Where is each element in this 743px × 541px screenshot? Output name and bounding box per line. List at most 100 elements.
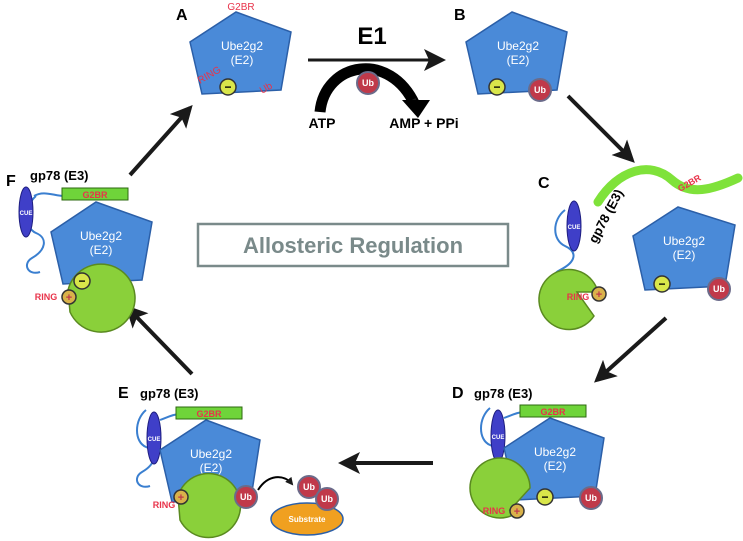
panel-e-substrate — [270, 502, 344, 536]
panel-f-e2-name: Ube2g2 — [80, 229, 122, 243]
panel-c-cue-label: CUE — [568, 225, 581, 231]
panel-c-ub — [707, 277, 731, 301]
panel-b-minus-icon: − — [493, 80, 500, 94]
panel-f-minus-icon: − — [78, 274, 85, 288]
panel-e-ub-chain-2 — [315, 487, 339, 511]
panel-f-letter: F — [6, 173, 16, 190]
panel-f-plus-icon: + — [66, 292, 72, 304]
panel-c-plus-icon: + — [596, 289, 602, 301]
panel-b-ub — [528, 78, 552, 102]
panel-f-cue — [18, 186, 34, 238]
panel-c-ring-label: RING — [567, 292, 590, 302]
panel-a-e2 — [189, 11, 292, 95]
panel-f-e3-label: gp78 (E3) — [30, 168, 89, 183]
panel-c-cue — [566, 200, 582, 252]
panel-d-e2-sub: (E2) — [544, 459, 567, 473]
panel-b: B Ube2g2 (E2) − Ub — [454, 7, 568, 102]
panel-e-cue — [146, 411, 162, 465]
panel-f-e2-sub: (E2) — [90, 243, 113, 257]
panel-d: D gp78 (E3) CUE G2BR Ube2g2 (E2) RING + … — [452, 385, 605, 519]
panel-c: C G2BR CUE gp78 (E3) RING + Ube2g2 (E2) … — [538, 165, 743, 331]
panel-d-ub — [579, 486, 603, 510]
e1-label: E1 — [357, 23, 386, 50]
arrow-f-to-a — [128, 105, 193, 177]
panel-e-plus-icon: + — [178, 492, 184, 504]
panel-d-minus-site — [536, 488, 554, 506]
panel-d-minus-icon: − — [541, 490, 548, 504]
panel-a: A G2BR Ube2g2 (E2) RING Ub − — [176, 2, 292, 97]
e1-ub-circle — [356, 71, 380, 95]
panel-e-e3-label: gp78 (E3) — [140, 386, 199, 401]
e1-step: E1 Ub ATP AMP + PPi — [308, 23, 459, 131]
panel-c-minus-icon: − — [658, 277, 665, 291]
panel-d-e3-label: gp78 (E3) — [474, 386, 533, 401]
panel-c-letter: C — [538, 175, 550, 192]
panel-b-letter: B — [454, 7, 466, 24]
panel-e-g2br — [175, 406, 243, 420]
panel-b-e2-sub: (E2) — [507, 53, 530, 67]
panel-e-ub-label: Ub — [240, 492, 252, 502]
center-label: Allosteric Regulation — [243, 233, 463, 258]
panel-e-letter: E — [118, 385, 129, 402]
panel-b-ub-label: Ub — [534, 85, 546, 95]
arrow-b-to-c — [566, 94, 635, 163]
panel-c-plus-site — [591, 286, 607, 302]
panel-a-minus-site — [219, 78, 237, 96]
panel-e-cue-label: CUE — [148, 437, 161, 443]
panel-e-ring-label: RING — [153, 500, 176, 510]
panel-b-e2 — [465, 11, 568, 95]
panel-e-transfer-arrow — [257, 476, 294, 491]
panel-c-e2-name: Ube2g2 — [663, 234, 705, 248]
panel-a-minus-icon: − — [224, 80, 231, 94]
panel-e-ub-chain-2-label: Ub — [321, 494, 333, 504]
center-label-box: Allosteric Regulation — [196, 222, 510, 268]
arrow-c-to-d — [594, 316, 668, 383]
panel-d-ring-shape — [469, 457, 531, 519]
panel-d-ub-label: Ub — [585, 493, 597, 503]
panel-d-cue-label: CUE — [492, 435, 505, 441]
panel-a-e2-sub: (E2) — [231, 53, 254, 67]
panel-e-ub-chain-1 — [297, 475, 321, 499]
panel-d-plus-icon: + — [514, 506, 520, 518]
panel-d-e2-name: Ube2g2 — [534, 445, 576, 459]
panel-f-cue-label: CUE — [20, 211, 33, 217]
panel-e-ub — [234, 485, 258, 509]
panel-c-e2-sub: (E2) — [673, 248, 696, 262]
e1-curved-arrowhead — [402, 100, 430, 118]
panel-f-minus-site — [73, 272, 91, 290]
panel-d-g2br-label: G2BR — [540, 407, 566, 417]
e1-curved-arrow — [314, 63, 421, 113]
panel-d-g2br — [519, 404, 587, 418]
panel-e-substrate-label: Substrate — [289, 515, 326, 524]
panel-f: F gp78 (E3) CUE G2BR Ube2g2 (E2) RING + … — [6, 168, 153, 333]
e1-ub-label: Ub — [362, 78, 374, 88]
cycle-arrows — [125, 94, 668, 474]
panel-e-plus-site — [173, 489, 189, 505]
panel-c-g2br-tail — [593, 165, 743, 207]
panel-d-letter: D — [452, 385, 464, 402]
panel-f-linker-top — [33, 192, 65, 197]
panel-a-e2-name: Ube2g2 — [221, 39, 263, 53]
panel-f-g2br — [61, 187, 129, 201]
panel-e: E gp78 (E3) CUE G2BR Ube2g2 (E2) RING + … — [118, 385, 344, 539]
panel-b-minus-site — [488, 78, 506, 96]
panel-a-g2br: G2BR — [227, 2, 254, 13]
panel-e-ub-chain-1-label: Ub — [303, 482, 315, 492]
arrow-e-to-f — [125, 305, 194, 376]
panel-d-plus-site — [509, 503, 525, 519]
atp-label: ATP — [309, 115, 336, 131]
panel-c-ub-label: Ub — [713, 284, 725, 294]
panel-e-e2-sub: (E2) — [200, 461, 223, 475]
panel-e-g2br-label: G2BR — [196, 409, 222, 419]
panel-f-plus-site — [61, 289, 77, 305]
panel-d-ring-label: RING — [483, 506, 506, 516]
panel-f-g2br-label: G2BR — [82, 190, 108, 200]
panel-c-ring-shape — [538, 268, 599, 331]
panel-e-ring-shape — [177, 472, 242, 539]
panel-b-e2-name: Ube2g2 — [497, 39, 539, 53]
panel-e-e2-name: Ube2g2 — [190, 447, 232, 461]
panel-c-minus-site — [653, 275, 671, 293]
panel-a-letter: A — [176, 7, 188, 24]
panel-f-ring-label: RING — [35, 292, 58, 302]
